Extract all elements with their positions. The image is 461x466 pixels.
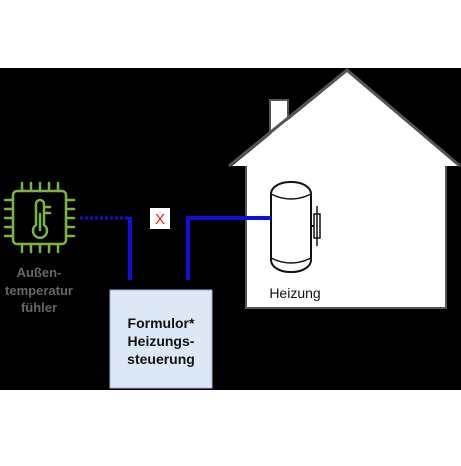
controller-box [109, 289, 213, 389]
house-walls [245, 166, 447, 309]
x-marker-box [150, 208, 170, 229]
house-roof-fill [232, 72, 458, 166]
sensor-label-line-3: fühler [21, 300, 57, 315]
thermometer-chip-icon [3, 181, 76, 254]
heating-label: Heizung [269, 285, 320, 301]
heating-wire [186, 216, 271, 280]
controller-label-line-3: steuerung [127, 351, 195, 367]
x-marker-symbol: X [155, 211, 165, 228]
controller-label-line-1: Formulor* [128, 315, 195, 331]
controller-label-line-2: Heizungs- [128, 333, 195, 349]
boiler-tank-icon [270, 181, 321, 273]
connection-break-marker: X [150, 208, 170, 229]
sensor-label-line-1: Außen- [17, 265, 62, 280]
wires [80, 216, 271, 280]
house-roof-outline [228, 68, 461, 168]
sensor-label-line-2: temperatur [5, 283, 73, 298]
